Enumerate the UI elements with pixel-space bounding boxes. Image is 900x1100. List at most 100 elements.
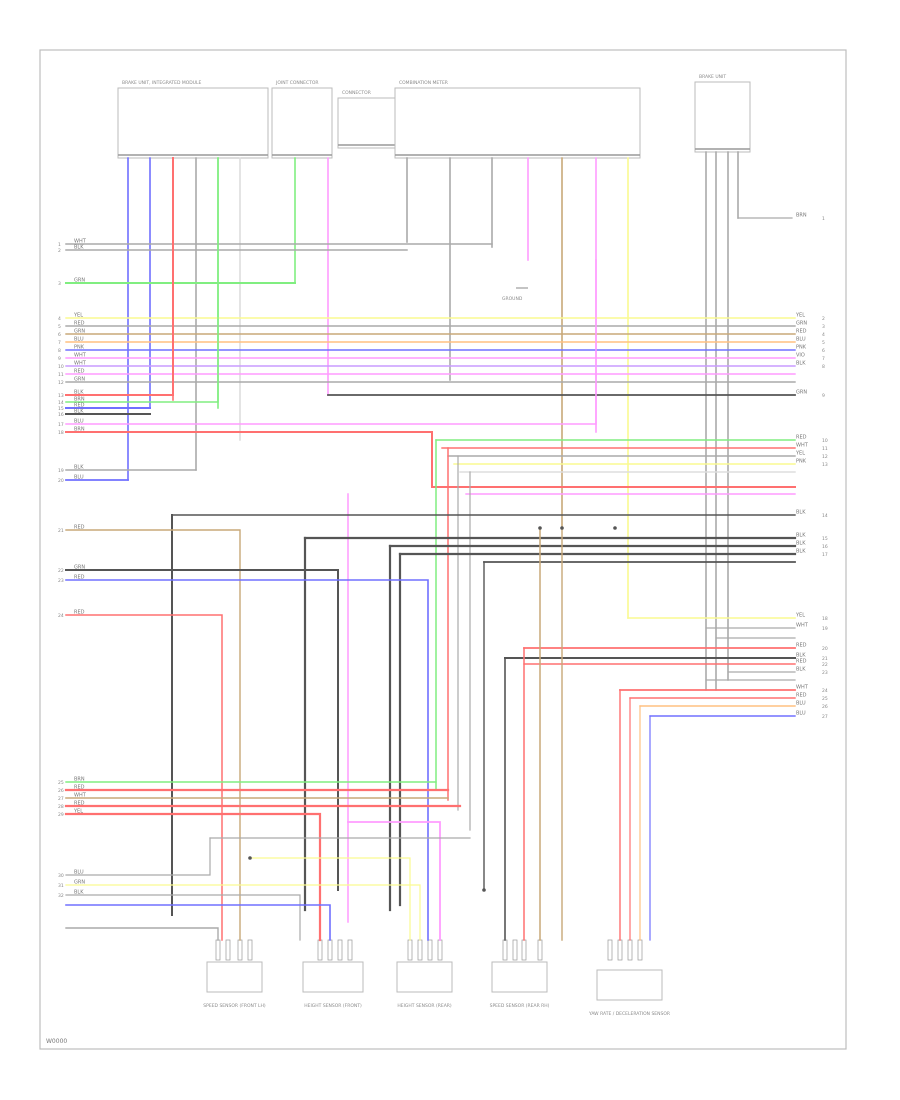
left-wire-label: BLK xyxy=(74,245,84,251)
right-pin-number: 12 xyxy=(822,454,828,460)
connector-pin xyxy=(427,939,433,961)
left-pin-number: 25 xyxy=(58,780,64,786)
right-wire-label: GRN xyxy=(796,390,807,396)
right-wire-label: WHT xyxy=(796,685,809,691)
right-pin-number: 14 xyxy=(822,513,828,519)
left-wire-label: BLU xyxy=(74,337,84,343)
left-pin-number: 19 xyxy=(58,468,64,474)
right-wire-label: BLK xyxy=(796,667,806,673)
left-wire-label: RED xyxy=(74,369,85,375)
connector-pin xyxy=(237,939,243,961)
right-wire-label: VIO xyxy=(796,353,805,359)
splice-point xyxy=(613,526,617,530)
right-pin-number: 11 xyxy=(822,446,828,452)
connector-pin xyxy=(521,939,527,961)
left-wire-label: PNK xyxy=(74,345,85,351)
left-wire-label: GRN xyxy=(74,278,85,284)
right-pin-number: 24 xyxy=(822,688,828,694)
left-pin-number: 16 xyxy=(58,412,64,418)
left-wire-label: GRN xyxy=(74,329,85,335)
left-wire-label: YEL xyxy=(73,809,83,815)
splice-point xyxy=(538,526,542,530)
right-pin-number: 10 xyxy=(822,438,828,444)
sensor5-label: YAW RATE / DECELERATION SENSOR xyxy=(588,1011,670,1017)
wire xyxy=(65,157,219,403)
left-wire-label: RED xyxy=(74,575,85,581)
sensor1-box xyxy=(206,961,263,993)
left-pin-number: 23 xyxy=(58,578,64,584)
connector-pin xyxy=(327,939,333,961)
right-pin-number: 19 xyxy=(822,626,828,632)
left-pin-number: 10 xyxy=(58,364,64,370)
sensor4-label: SPEED SENSOR (REAR RH) xyxy=(490,1003,550,1009)
left-wire-label: BLK xyxy=(74,465,84,471)
connector-pin xyxy=(247,939,253,961)
right-pin-number: 6 xyxy=(822,348,825,354)
left-pin-number: 9 xyxy=(58,356,61,362)
connector-pin xyxy=(512,939,518,961)
left-pin-number: 6 xyxy=(58,332,61,338)
left-wire-label: RED xyxy=(74,403,85,409)
right-pin-number: 17 xyxy=(822,552,828,558)
connector-pin xyxy=(637,939,643,961)
left-pin-number: 18 xyxy=(58,430,64,436)
left-pin-number: 21 xyxy=(58,528,64,534)
right-wire-label: RED xyxy=(796,435,807,441)
wire xyxy=(64,812,322,942)
left-pin-number: 11 xyxy=(58,372,64,378)
left-wire-label: YEL xyxy=(73,313,83,319)
comb_meter-box xyxy=(394,87,641,159)
right-pin-number: 2 xyxy=(822,316,825,322)
left-wire-label: WHT xyxy=(74,353,87,359)
connector-pin xyxy=(502,939,508,961)
wire xyxy=(65,431,796,488)
connector-pin xyxy=(337,939,343,961)
right-pin-number: 18 xyxy=(822,616,828,622)
brake_unit_right-label: BRAKE UNIT xyxy=(699,74,726,80)
left-pin-number: 14 xyxy=(58,400,64,406)
right-pin-number: 3 xyxy=(822,324,825,330)
left-pin-number: 30 xyxy=(58,873,64,879)
left-pin-number: 29 xyxy=(58,812,64,818)
left-pin-number: 7 xyxy=(58,340,61,346)
right-wire-label: BLU xyxy=(796,701,806,707)
right-wire-label: YEL xyxy=(795,313,805,319)
left-pin-number: 31 xyxy=(58,883,64,889)
right-pin-number: 16 xyxy=(822,544,828,550)
left-wire-label: BLK xyxy=(74,890,84,896)
footer-code: W0000 xyxy=(46,1038,67,1045)
left-wire-label: RED xyxy=(74,801,85,807)
right-pin-number: 21 xyxy=(822,656,828,662)
right-wire-label: PNK xyxy=(796,345,807,351)
left-wire-label: RED xyxy=(74,321,85,327)
right-wire-label: YEL xyxy=(795,613,805,619)
wire xyxy=(65,529,241,941)
left-pin-number: 22 xyxy=(58,568,64,574)
right-wire-label: YEL xyxy=(795,451,805,457)
left-pin-number: 13 xyxy=(58,393,64,399)
left-wire-label: GRN xyxy=(74,565,85,571)
wire-labels: WHT BLK GRN YEL RED GRN BLU PNK WHT WHT RED GRN BLK B… xyxy=(73,213,809,896)
left-pin-number: 20 xyxy=(58,478,64,484)
left-pin-number: 17 xyxy=(58,422,64,428)
right-wire-label: WHT xyxy=(796,623,809,629)
right-wire-label: BLK xyxy=(796,653,806,659)
bottom-components: SPEED SENSOR (FRONT LH)HEIGHT SENSOR (FR… xyxy=(203,939,670,1017)
left-pin-number: 12 xyxy=(58,380,64,386)
left-pin-number: 24 xyxy=(58,613,64,619)
left-wire-label: WHT xyxy=(74,361,87,367)
left-pin-number: 26 xyxy=(58,788,64,794)
right-pin-number: 27 xyxy=(822,714,828,720)
connector-pin xyxy=(215,939,221,961)
wire xyxy=(65,157,174,396)
sensor1-label: SPEED SENSOR (FRONT LH) xyxy=(203,1003,266,1009)
right-wire-label: BLU xyxy=(796,337,806,343)
right-wire-label: BLK xyxy=(796,361,806,367)
right-pin-number: 1 xyxy=(822,216,825,222)
right-pin-number: 5 xyxy=(822,340,825,346)
left-pin-number: 4 xyxy=(58,316,61,322)
left-pin-number: 8 xyxy=(58,348,61,354)
right-pin-number: 8 xyxy=(822,364,825,370)
left-wire-label: WHT xyxy=(74,793,87,799)
